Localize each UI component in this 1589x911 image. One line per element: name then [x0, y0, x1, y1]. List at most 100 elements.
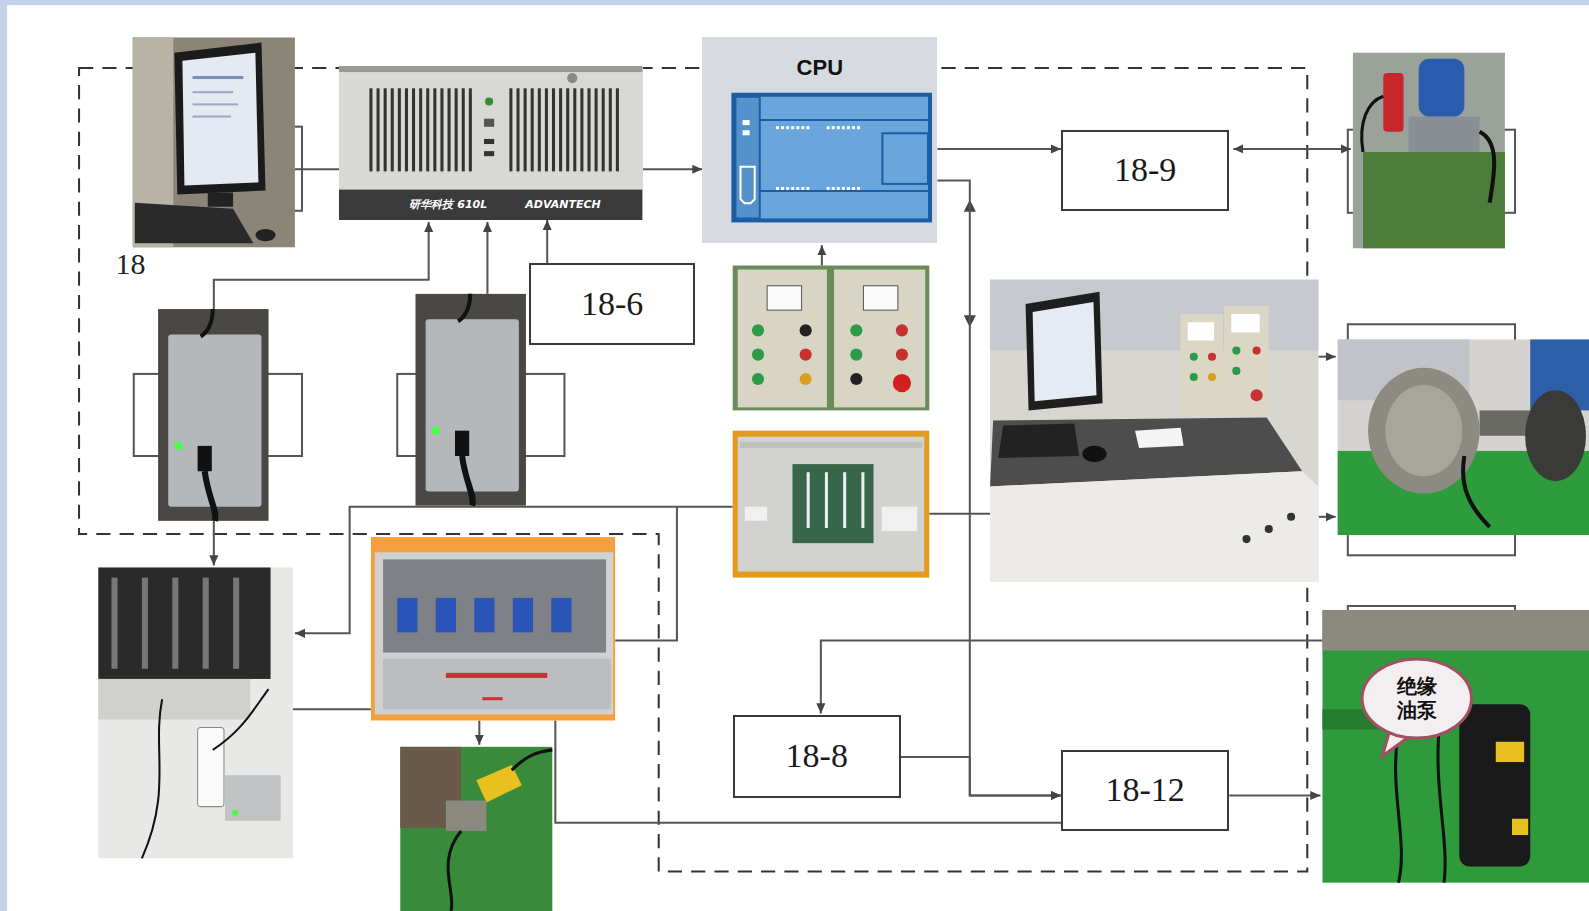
power-supply-photo	[733, 431, 930, 578]
pc-vent	[517, 88, 520, 171]
gateway-photo	[198, 446, 212, 471]
plc-rail	[760, 121, 928, 192]
node-text: CPU	[797, 55, 843, 81]
amplifier-photo	[474, 598, 494, 632]
sensor-photo	[446, 801, 487, 831]
operator-console-photo	[990, 471, 1318, 581]
operator-console-photo	[1082, 446, 1106, 462]
plc-terminal	[797, 187, 800, 190]
operator-console-photo	[1181, 314, 1224, 415]
motor-test-bench-photo	[1480, 410, 1531, 435]
cabinet-rack-photo	[203, 578, 209, 669]
operator-console-photo	[1135, 428, 1184, 448]
pc-vent	[524, 88, 527, 171]
module-box: 18-8	[733, 715, 901, 797]
gateway-photo	[458, 294, 470, 321]
monitor-photo	[208, 193, 233, 207]
operator-console-photo	[1232, 347, 1240, 355]
pc-vent	[455, 88, 458, 171]
pc-usb	[485, 139, 495, 144]
pump-photo	[1459, 704, 1530, 866]
monitor-photo	[193, 116, 232, 118]
control-panel-photo	[752, 349, 764, 361]
plc-terminal	[837, 127, 840, 130]
plc-terminal	[842, 187, 845, 190]
operator-console-photo	[1224, 306, 1269, 415]
page-ground	[0, 0, 7, 911]
control-panel-photo	[733, 265, 930, 410]
control-panel-photo	[850, 373, 862, 385]
signal-wire	[486, 222, 488, 294]
connector-arrow	[643, 168, 703, 170]
plc-terminal	[847, 127, 850, 130]
control-panel-photo	[733, 265, 930, 410]
node-text: 18-8	[786, 737, 848, 775]
operator-console-photo	[1251, 389, 1263, 401]
pc-vent	[441, 88, 444, 171]
plc-terminal	[786, 187, 789, 190]
pc-vent	[370, 88, 373, 171]
plc-terminal	[786, 127, 789, 130]
pc-vent	[420, 88, 423, 171]
monitor-photo	[182, 53, 258, 186]
pc-vent	[616, 88, 619, 171]
operator-console-photo	[990, 280, 1318, 582]
sensor-photo	[400, 747, 552, 911]
cabinet-rack-photo	[172, 578, 178, 669]
callout-number: 18	[116, 247, 146, 281]
control-panel-photo	[896, 324, 908, 336]
plc-terminal	[842, 127, 845, 130]
node-text: 18-6	[581, 285, 643, 323]
cabinet-rack-photo	[98, 679, 250, 720]
signal-wire	[478, 720, 480, 744]
signal-wire	[821, 640, 1323, 713]
plc-terminal	[802, 187, 805, 190]
pc-vent	[567, 88, 570, 171]
operator-console-photo	[1188, 322, 1214, 340]
power-supply-photo	[740, 442, 922, 448]
pump-photo	[1438, 730, 1445, 883]
monitor-photo	[174, 43, 265, 195]
operator-console-photo	[1026, 292, 1103, 411]
control-panel-photo	[850, 324, 862, 336]
pump-photo	[1512, 819, 1528, 835]
pump-photo	[1322, 610, 1589, 883]
pc-vent	[413, 88, 416, 171]
plc-terminal	[776, 187, 779, 190]
bubble-body	[1362, 659, 1471, 738]
industrial-pc-drawing	[339, 66, 642, 220]
amplifier-photo	[371, 537, 615, 720]
motor-test-bench-photo	[1385, 385, 1462, 476]
hydraulic-unit-photo	[1409, 117, 1480, 152]
gateway-photo	[462, 456, 473, 506]
connector-arrow	[937, 180, 1061, 795]
module-box: 18-6	[529, 263, 695, 344]
monitor-photo	[133, 37, 295, 247]
hydraulic-unit-photo	[1383, 73, 1403, 132]
gateway-photo	[168, 334, 261, 506]
amplifier-photo	[551, 598, 571, 632]
pc-vent	[538, 88, 541, 171]
plc-terminal	[847, 187, 850, 190]
sensor-photo	[512, 750, 553, 770]
signal-wire	[295, 168, 340, 170]
amplifier-photo	[436, 598, 456, 632]
power-supply-photo	[843, 472, 846, 528]
cabinet-rack-photo	[111, 578, 117, 669]
pc-vent	[462, 88, 465, 171]
operator-console-photo	[1033, 302, 1097, 401]
motor-test-bench-photo	[1463, 456, 1490, 527]
control-panel-photo	[834, 270, 925, 408]
power-supply-photo	[733, 431, 930, 578]
gateway-photo	[415, 294, 525, 506]
plc-side	[736, 97, 760, 219]
pump-photo	[1396, 730, 1402, 883]
pc-vent	[391, 88, 394, 171]
pump-photo	[1496, 742, 1524, 762]
signal-wire	[293, 708, 371, 710]
monitor-photo	[193, 76, 244, 79]
operator-console-photo	[1265, 525, 1273, 533]
control-panel-photo	[863, 286, 897, 310]
page-ground	[0, 0, 1589, 5]
